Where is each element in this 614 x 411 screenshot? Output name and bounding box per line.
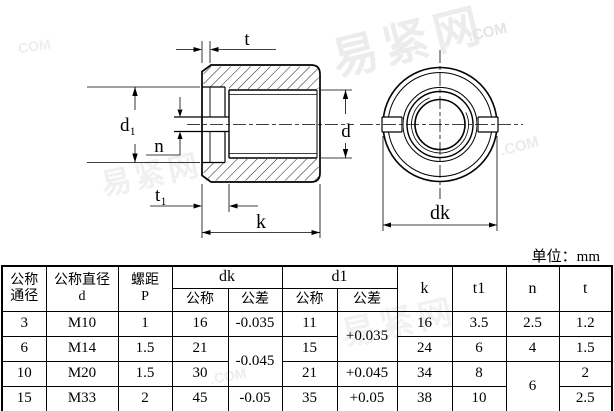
header-nominal-bore: 公称 通径 (1, 265, 47, 312)
header-text: P (141, 289, 149, 304)
cell: -0.045 (227, 336, 283, 387)
table-row: 6 M14 1.5 21 -0.045 15 24 6 4 1.5 (1, 336, 613, 387)
cell: 1.5 (117, 361, 173, 387)
header-t1: t1 (451, 265, 507, 312)
cell: 1 (117, 311, 173, 337)
header-text: 公称 (10, 272, 39, 288)
technical-drawing: t d₁ n t₁ k d (87, 29, 523, 238)
dim-label-k: k (256, 211, 266, 233)
cell: M14 (45, 336, 119, 362)
cell: 35 (281, 386, 338, 411)
header-dk: dk (171, 265, 283, 289)
cell: 45 (171, 386, 229, 411)
section-view-dimensions (87, 41, 352, 238)
cell: M10 (45, 311, 119, 337)
cell: 30 (171, 361, 229, 387)
cell: 34 (396, 361, 453, 387)
cell: 15 (281, 336, 338, 362)
cell: +0.045 (336, 361, 398, 387)
cell: M20 (45, 361, 119, 387)
subheader-d1-nominal: 公称 (281, 288, 338, 312)
cell: 21 (171, 336, 229, 362)
cell: 6 (1, 336, 47, 362)
cell: -0.05 (227, 386, 283, 411)
header-n: n (505, 265, 560, 312)
cell: 4 (505, 336, 560, 362)
cell: -0.035 (227, 311, 283, 337)
cell: 1.5 (558, 336, 613, 362)
cell: M33 (45, 386, 119, 411)
header-t: t (558, 265, 613, 312)
section-view (174, 64, 354, 183)
subheader-dk-nominal: 公称 (171, 288, 229, 312)
dim-label-n: n (154, 136, 164, 157)
unit-label: 单位：mm (531, 249, 600, 265)
front-view-dimensions (382, 136, 498, 231)
header-text: 螺距 (131, 272, 159, 288)
header-text: d (78, 289, 86, 304)
cell: 8 (451, 361, 507, 387)
cell: 15 (1, 386, 47, 411)
dim-label-dk: dk (430, 202, 450, 224)
subheader-d1-tolerance: 公差 (336, 288, 398, 312)
cell: 10 (451, 386, 507, 411)
dim-label-d1: d₁ (120, 115, 136, 136)
cell: 16 (171, 311, 229, 337)
table-row: 15 M33 2 45 -0.05 35 +0.05 38 10 2.5 (1, 386, 613, 411)
header-k: k (396, 265, 453, 312)
header-nominal-diameter-d: 公称直径 d (45, 265, 119, 312)
cell: 3 (1, 311, 47, 337)
hatch-top (203, 66, 319, 89)
cell: 2 (558, 361, 613, 387)
header-text: 公称直径 (54, 272, 110, 288)
subheader-dk-tolerance: 公差 (227, 288, 283, 312)
table-header-row: 公称 通径 公称直径 d 螺距 P dk d1 k t1 n t (1, 265, 613, 312)
header-pitch-p: 螺距 P (117, 265, 173, 312)
table-subheader-row: 公称 公差 公称 公差 (2, 288, 612, 312)
cell: 3.5 (451, 311, 507, 337)
dim-label-t1: t₁ (155, 185, 167, 206)
dim-label-t: t (244, 29, 250, 50)
cell: 10 (1, 361, 47, 387)
cell: 21 (281, 361, 338, 387)
cell: 1.2 (558, 311, 613, 337)
dimension-table: 公称 通径 公称直径 d 螺距 P dk d1 k t1 n t 公称 公差 公… (1, 265, 613, 411)
cell: 2 (117, 386, 173, 411)
cell: 24 (396, 336, 453, 362)
cell: 2.5 (558, 386, 613, 411)
table-row: 10 M20 1.5 30 21 +0.045 34 8 6 2 (1, 361, 613, 411)
header-d1: d1 (281, 265, 398, 289)
cell: +0.05 (336, 386, 398, 411)
cell: 6 (505, 361, 560, 411)
cell: 2.5 (505, 311, 560, 337)
hatch-bottom (203, 159, 319, 181)
cell: 38 (396, 386, 453, 411)
thread-arc (411, 95, 469, 154)
dim-label-d: d (341, 121, 351, 142)
header-text: 通径 (10, 289, 39, 304)
cell: 6 (451, 336, 507, 362)
cell: +0.035 (336, 311, 398, 362)
front-view (360, 50, 523, 199)
cell: 16 (396, 311, 453, 337)
body-outline (201, 64, 321, 183)
cell: 11 (281, 311, 338, 337)
cell: 1.5 (117, 336, 173, 362)
table-row: 3 M10 1 16 -0.035 11 +0.035 16 3.5 2.5 1… (1, 311, 613, 362)
